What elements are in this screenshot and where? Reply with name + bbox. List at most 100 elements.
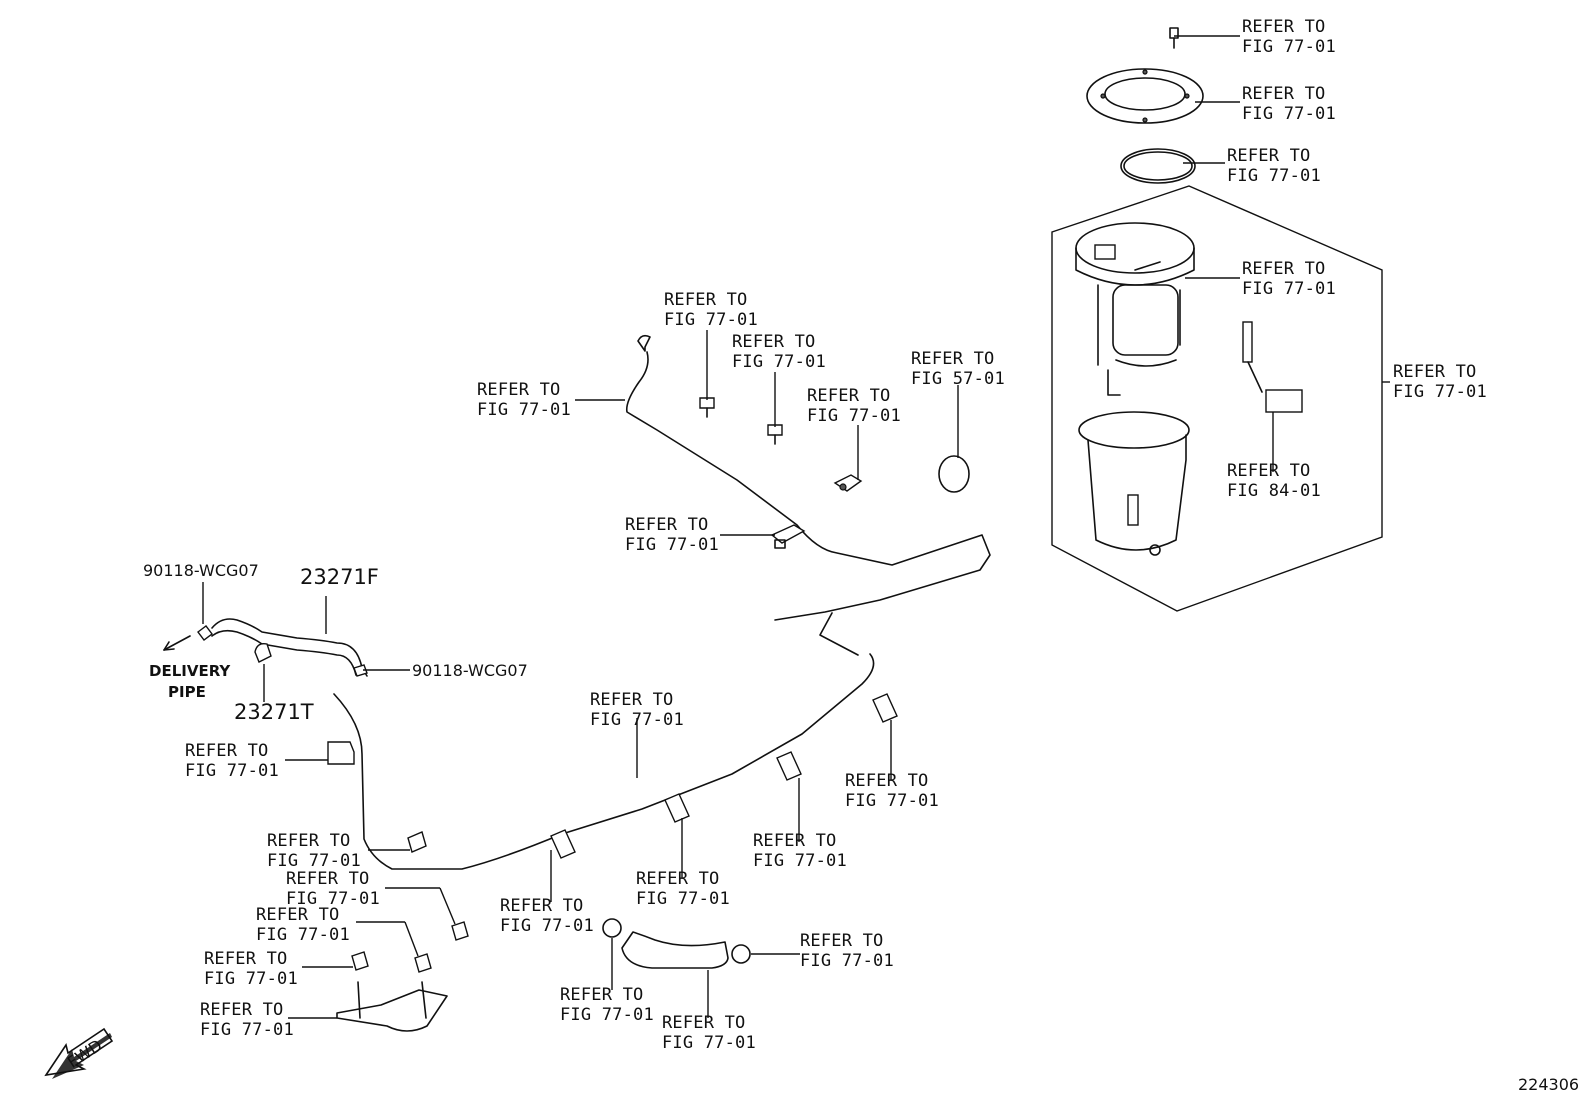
label-clamp-c5: REFER TO FIG 77-01 <box>753 831 847 871</box>
fuel-pump-unit <box>1075 222 1195 396</box>
refer-line1: REFER TO <box>590 690 673 710</box>
hose-clamp-90118-b <box>353 664 368 677</box>
grommet-plug <box>938 455 970 493</box>
refer-fig: FIG 77-01 <box>286 889 380 909</box>
refer-line1: REFER TO <box>807 386 890 406</box>
bracket-assembly <box>336 981 448 1032</box>
refer-fig: FIG 77-01 <box>590 710 684 730</box>
filler-hose <box>621 931 729 969</box>
refer-line1: REFER TO <box>625 515 708 535</box>
label-clamp-c6: REFER TO FIG 77-01 <box>845 771 939 811</box>
refer-fig: FIG 77-01 <box>1227 166 1321 186</box>
refer-line1: REFER TO <box>286 869 369 889</box>
delivery-pipe-line2: PIPE <box>168 683 206 701</box>
refer-fig: FIG 77-01 <box>625 535 719 555</box>
refer-fig: FIG 77-01 <box>664 310 758 330</box>
label-hose-clamp-right: REFER TO FIG 77-01 <box>800 931 894 971</box>
refer-line1: REFER TO <box>560 985 643 1005</box>
refer-fig: FIG 77-01 <box>560 1005 654 1025</box>
retainer-ring <box>1086 68 1204 124</box>
label-assembly: REFER TO FIG 77-01 <box>1393 362 1487 402</box>
pipe-clamp-c3 <box>550 829 576 859</box>
refer-fig: FIG 77-01 <box>200 1020 294 1040</box>
pipe-clamp-c2 <box>407 831 427 853</box>
hose-clip-23271t <box>254 642 272 663</box>
label-bracket: REFER TO FIG 77-01 <box>200 1000 294 1040</box>
refer-line1: REFER TO <box>1393 362 1476 382</box>
refer-fig: FIG 77-01 <box>477 400 571 420</box>
refer-fig: FIG 77-01 <box>807 406 901 426</box>
hose-clamp-90118-a <box>197 625 213 641</box>
refer-line1: REFER TO <box>1242 84 1325 104</box>
label-bolt-top: REFER TO FIG 77-01 <box>1242 17 1336 57</box>
refer-line1: REFER TO <box>1227 146 1310 166</box>
refer-fig: FIG 77-01 <box>204 969 298 989</box>
label-hose-23271f: 23271F <box>300 565 379 589</box>
refer-line1: REFER TO <box>477 380 560 400</box>
refer-line1: REFER TO <box>636 869 719 889</box>
pipe-clamp-c5 <box>776 751 802 781</box>
label-vent-valve: REFER TO FIG 77-01 <box>625 515 719 555</box>
pipe-clamp-c1 <box>327 741 355 765</box>
delivery-arrow <box>163 635 191 651</box>
label-tube-upper: REFER TO FIG 77-01 <box>477 380 571 420</box>
fuel-hose-23271f <box>211 618 368 677</box>
fuel-pump-bolt <box>1169 27 1179 49</box>
refer-fig: FIG 77-01 <box>662 1033 756 1053</box>
refer-line1: REFER TO <box>800 931 883 951</box>
refer-fig: FIG 77-01 <box>1393 382 1487 402</box>
label-tube-clamp: REFER TO FIG 77-01 <box>807 386 901 426</box>
label-bolt-b: REFER TO FIG 77-01 <box>732 332 826 372</box>
refer-fig: FIG 77-01 <box>500 916 594 936</box>
label-bolt-a: REFER TO FIG 77-01 <box>664 290 758 330</box>
part-number: 23271F <box>300 565 379 589</box>
refer-fig: FIG 77-01 <box>1242 37 1336 57</box>
part-number: 23271T <box>234 700 314 724</box>
hose-clamp-right <box>731 944 751 964</box>
refer-fig: FIG 77-01 <box>636 889 730 909</box>
refer-fig: FIG 84-01 <box>1227 481 1321 501</box>
leader-lines <box>202 35 1390 1019</box>
part-number: 90118-WCG07 <box>143 561 259 580</box>
label-sender: REFER TO FIG 84-01 <box>1227 461 1321 501</box>
refer-line1: REFER TO <box>662 1013 745 1033</box>
label-tube-lower: REFER TO FIG 77-01 <box>590 690 684 730</box>
refer-fig: FIG 77-01 <box>732 352 826 372</box>
label-clip-23271t: 23271T <box>234 700 314 724</box>
label-bracket-clip-c: REFER TO FIG 77-01 <box>286 869 380 909</box>
refer-line1: REFER TO <box>753 831 836 851</box>
label-clamp-90118-b: 90118-WCG07 <box>412 661 528 680</box>
vent-valve <box>770 524 806 549</box>
label-filler-hose: REFER TO FIG 77-01 <box>662 1013 756 1053</box>
refer-line1: REFER TO <box>845 771 928 791</box>
refer-line1: REFER TO <box>200 1000 283 1020</box>
label-pump: REFER TO FIG 77-01 <box>1242 259 1336 299</box>
label-bracket-clip-a: REFER TO FIG 77-01 <box>204 949 298 989</box>
bolt-a <box>699 397 715 418</box>
refer-fig: FIG 77-01 <box>1242 279 1336 299</box>
refer-fig: FIG 77-01 <box>267 851 361 871</box>
tube-clamp <box>833 474 863 492</box>
part-number: 90118-WCG07 <box>412 661 528 680</box>
label-clamp-c2: REFER TO FIG 77-01 <box>267 831 361 871</box>
refer-line1: REFER TO <box>1227 461 1310 481</box>
label-gasket: REFER TO FIG 77-01 <box>1227 146 1321 186</box>
fuel-sender-gauge <box>1242 321 1303 413</box>
illustration-number: 224306 <box>1518 1075 1579 1094</box>
label-clamp-c1: REFER TO FIG 77-01 <box>185 741 279 781</box>
label-hose-clamp-left: REFER TO FIG 77-01 <box>560 985 654 1025</box>
assembly-box <box>1051 185 1383 612</box>
gasket-ring <box>1120 148 1196 184</box>
label-grommet: REFER TO FIG 57-01 <box>911 349 1005 389</box>
label-retainer: REFER TO FIG 77-01 <box>1242 84 1336 124</box>
fuel-main-tube <box>333 334 991 870</box>
pipe-clamp-c4 <box>664 793 690 823</box>
pump-bracket <box>1078 411 1190 556</box>
bracket-clip-a <box>351 951 369 971</box>
refer-line1: REFER TO <box>256 905 339 925</box>
refer-line1: REFER TO <box>267 831 350 851</box>
bracket-clip-c <box>451 921 469 941</box>
label-bracket-clip-b: REFER TO FIG 77-01 <box>256 905 350 945</box>
refer-line1: REFER TO <box>911 349 994 369</box>
